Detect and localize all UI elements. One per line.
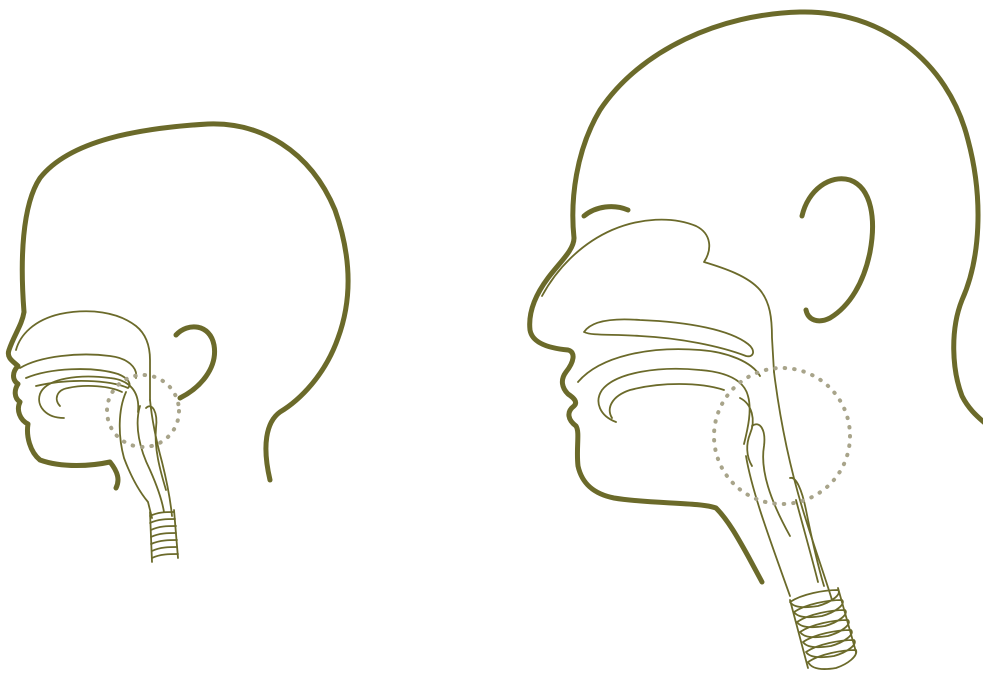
infant-epiglottis bbox=[138, 406, 164, 512]
infant-larynx bbox=[146, 406, 166, 490]
infant-figure bbox=[8, 124, 348, 562]
infant-head-outline bbox=[22, 124, 348, 480]
adult-ear bbox=[802, 179, 873, 321]
adult-trachea bbox=[790, 588, 856, 669]
infant-pharynx-front bbox=[120, 392, 152, 518]
adult-tongue bbox=[598, 369, 749, 444]
adult-eyebrow bbox=[584, 207, 628, 216]
infant-ear bbox=[176, 327, 215, 398]
adult-trachea-front bbox=[746, 456, 790, 596]
adult-nasal-floor bbox=[584, 319, 753, 356]
infant-highlight-circle bbox=[107, 375, 179, 447]
adult-face-outline bbox=[530, 238, 762, 582]
adult-pharynx-back bbox=[774, 372, 832, 600]
infant-trachea bbox=[150, 510, 178, 562]
infant-face-outline bbox=[8, 312, 118, 488]
adult-tongue-inner bbox=[610, 384, 724, 418]
adult-larynx-fold bbox=[752, 424, 790, 536]
infant-tongue-inner bbox=[57, 386, 122, 406]
adult-figure bbox=[530, 12, 983, 669]
adult-highlight-circle bbox=[714, 368, 850, 504]
adult-head-outline bbox=[573, 12, 983, 426]
